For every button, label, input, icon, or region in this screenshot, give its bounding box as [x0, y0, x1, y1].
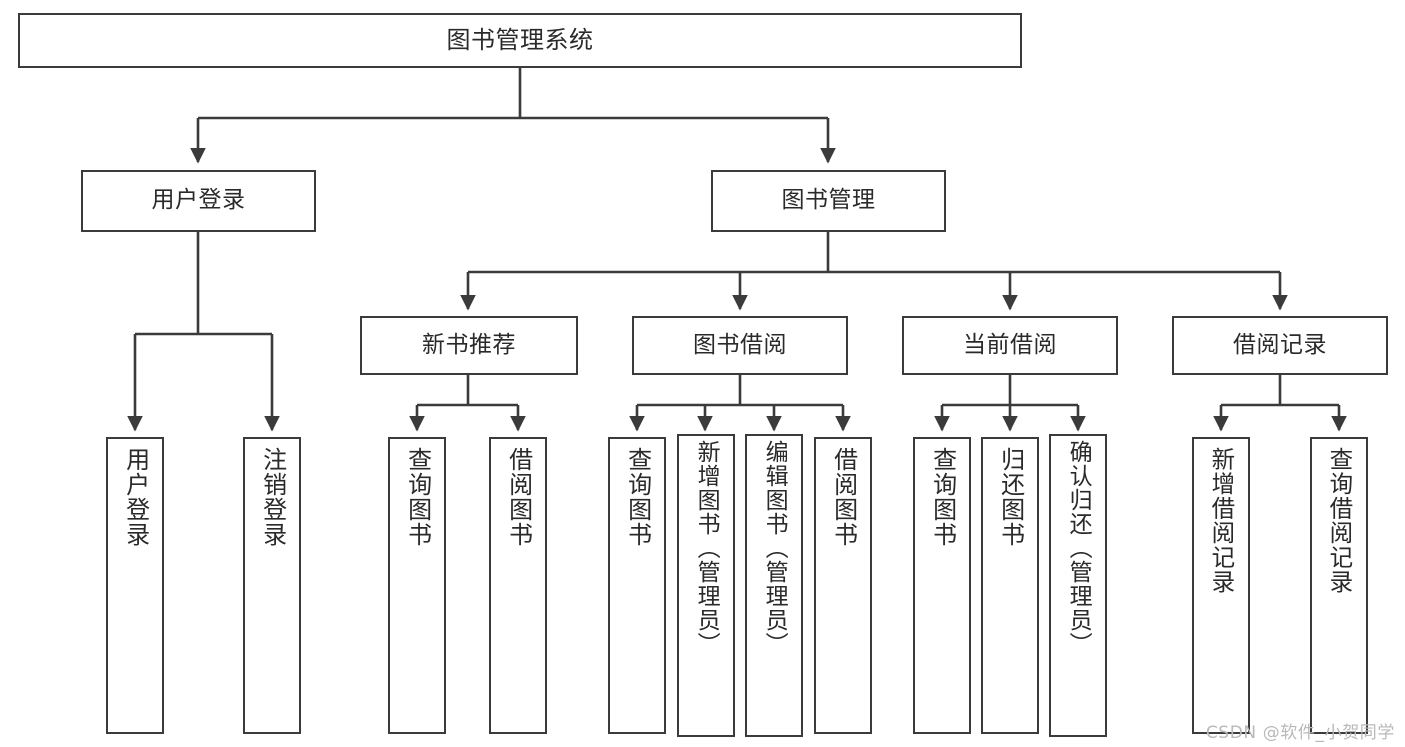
leaf-user-login-signout[interactable]: 注销登录 — [243, 437, 301, 734]
leaf-new-book-borrow[interactable]: 借阅图书 — [489, 437, 547, 734]
node-label: 查询借阅记录 — [1325, 447, 1354, 594]
node-label: 新书推荐 — [422, 331, 516, 358]
node-book-borrowing[interactable]: 图书借阅 — [632, 316, 848, 375]
node-label: 借阅图书 — [829, 447, 858, 547]
node-label: 当前借阅 — [963, 331, 1057, 358]
csdn-watermark: CSDN @软件_小贺同学 — [1205, 723, 1395, 743]
node-label: 确认归还（管理员） — [1065, 440, 1092, 656]
node-label: 用户登录 — [151, 187, 246, 214]
node-label: 归还图书 — [996, 447, 1025, 547]
node-new-book-recommendation[interactable]: 新书推荐 — [360, 316, 578, 375]
leaf-current-confirm-return-admin[interactable]: 确认归还（管理员） — [1049, 434, 1107, 737]
node-book-management-system[interactable]: 图书管理系统 — [18, 13, 1022, 68]
node-label: 借阅记录 — [1233, 331, 1327, 358]
leaf-current-search-book[interactable]: 查询图书 — [913, 437, 971, 734]
node-label: 新增借阅记录 — [1207, 447, 1236, 594]
node-label: 注销登录 — [258, 447, 287, 547]
node-user-login[interactable]: 用户登录 — [81, 170, 316, 232]
node-book-management[interactable]: 图书管理 — [711, 170, 946, 232]
node-label: 查询图书 — [403, 447, 432, 547]
leaf-current-return-book[interactable]: 归还图书 — [981, 437, 1039, 734]
node-label: 查询图书 — [623, 447, 652, 547]
node-label: 借阅图书 — [504, 447, 533, 547]
node-borrow-records[interactable]: 借阅记录 — [1172, 316, 1388, 375]
leaf-new-book-search[interactable]: 查询图书 — [388, 437, 446, 734]
node-current-borrowing[interactable]: 当前借阅 — [902, 316, 1118, 375]
node-label: 图书借阅 — [693, 331, 787, 358]
leaf-borrow-borrow-book[interactable]: 借阅图书 — [814, 437, 872, 734]
leaf-borrow-edit-book-admin[interactable]: 编辑图书（管理员） — [745, 434, 803, 737]
node-label: 新增图书（管理员） — [693, 440, 720, 656]
node-label: 图书管理 — [781, 187, 876, 214]
leaf-borrow-add-book-admin[interactable]: 新增图书（管理员） — [677, 434, 735, 737]
node-label: 编辑图书（管理员） — [761, 440, 788, 656]
leaf-borrow-search-book[interactable]: 查询图书 — [608, 437, 666, 734]
leaf-record-search-record[interactable]: 查询借阅记录 — [1310, 437, 1368, 734]
leaf-record-add-record[interactable]: 新增借阅记录 — [1192, 437, 1250, 734]
node-label: 用户登录 — [121, 447, 150, 547]
node-label: 查询图书 — [928, 447, 957, 547]
node-label: 图书管理系统 — [446, 26, 594, 55]
leaf-user-login-signin[interactable]: 用户登录 — [106, 437, 164, 734]
